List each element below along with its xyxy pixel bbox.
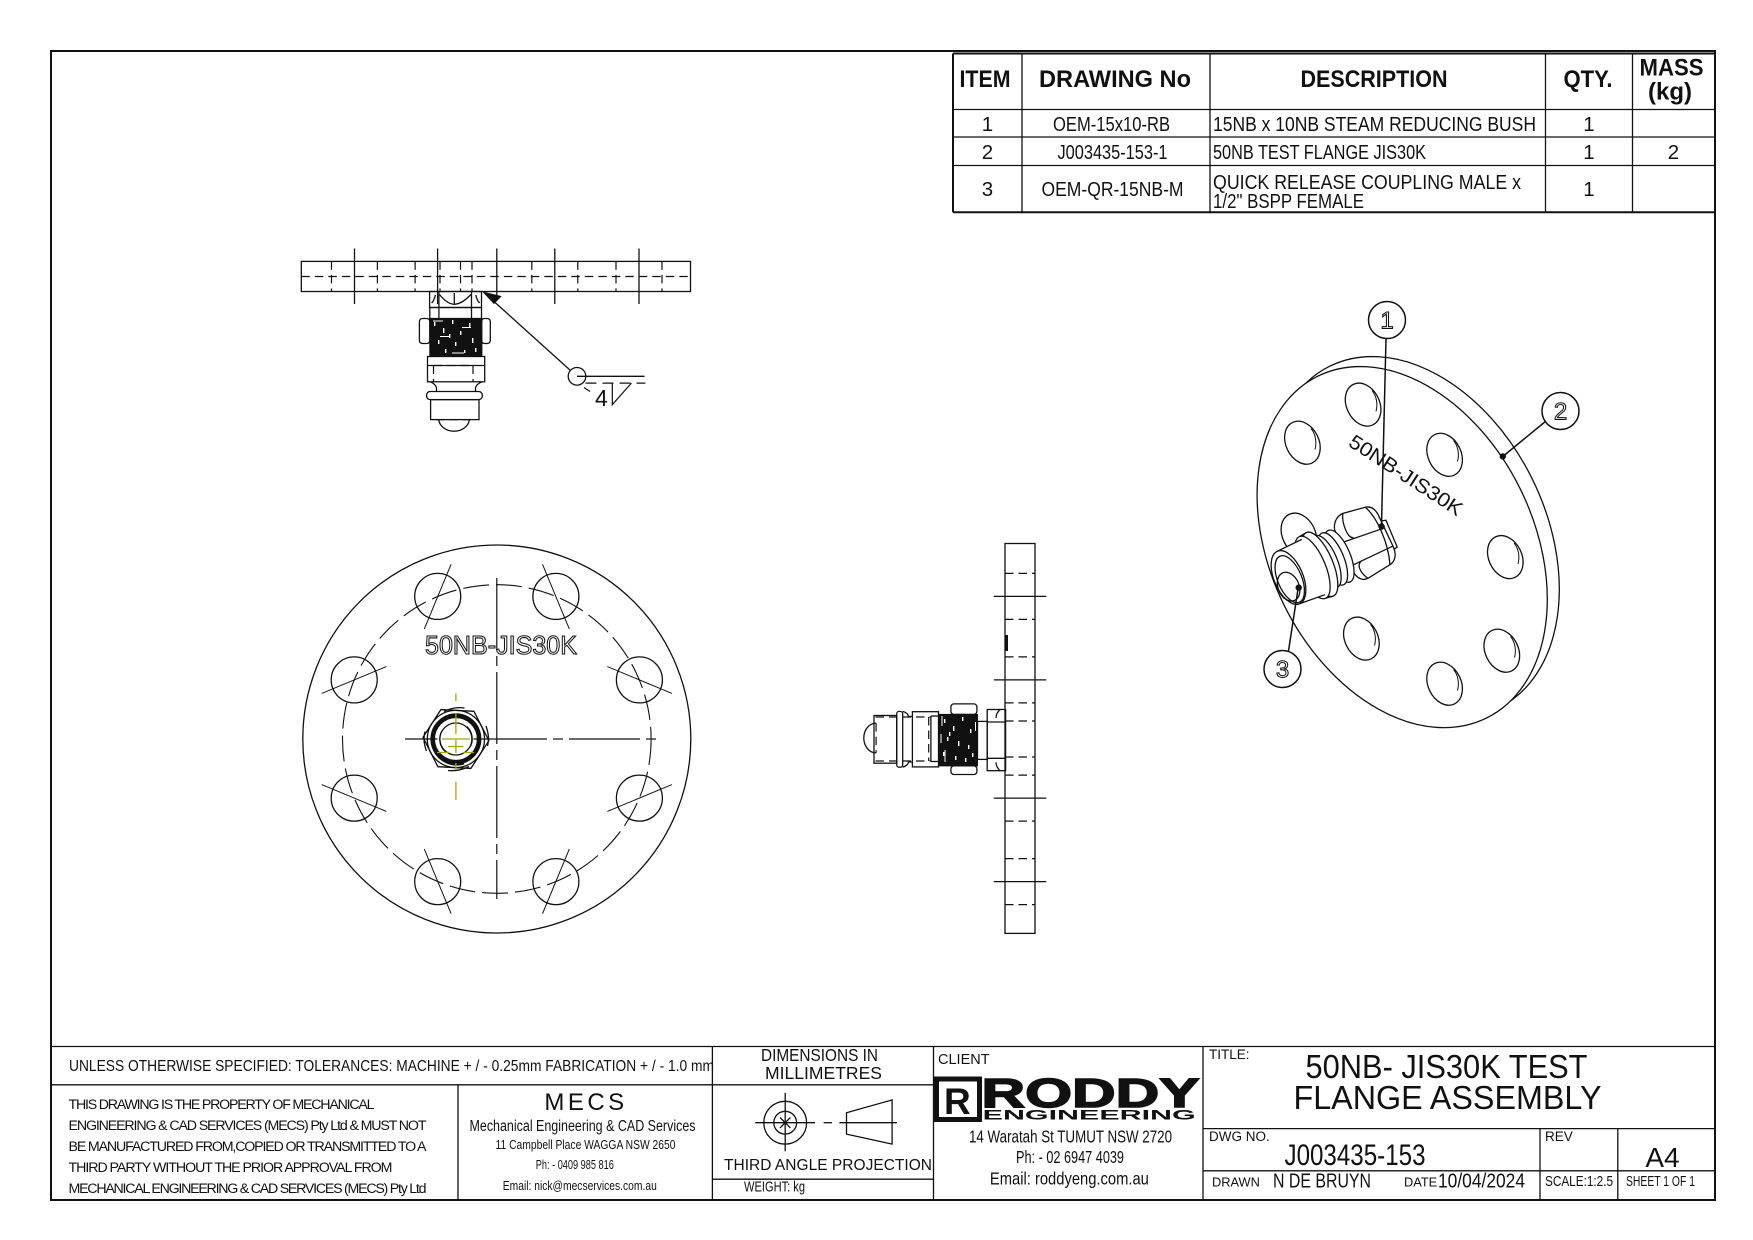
svg-text:10/04/2024: 10/04/2024 xyxy=(1438,1171,1525,1193)
svg-text:1: 1 xyxy=(1583,178,1594,201)
svg-text:BE MANUFACTURED FROM,COPIED OR: BE MANUFACTURED FROM,COPIED OR TRANSMITT… xyxy=(69,1139,428,1155)
svg-text:OEM-15x10-RB: OEM-15x10-RB xyxy=(1053,113,1170,136)
svg-text:THIRD ANGLE PROJECTION: THIRD ANGLE PROJECTION xyxy=(724,1157,932,1174)
svg-text:THIRD PARTY WITHOUT THE PRIOR: THIRD PARTY WITHOUT THE PRIOR APPROVAL F… xyxy=(69,1160,393,1176)
svg-text:2: 2 xyxy=(1554,399,1567,426)
svg-text:RODDY: RODDY xyxy=(982,1070,1200,1116)
svg-text:MECHANICAL ENGINEERING & CAD S: MECHANICAL ENGINEERING & CAD SERVICES (M… xyxy=(69,1181,427,1197)
svg-text:FLANGE ASSEMBLY: FLANGE ASSEMBLY xyxy=(1294,1079,1602,1116)
svg-text:Email: nick@mecservices.com.au: Email: nick@mecservices.com.au xyxy=(503,1178,657,1193)
svg-text:OEM-QR-15NB-M: OEM-QR-15NB-M xyxy=(1042,178,1184,201)
svg-text:UNLESS OTHERWISE SPECIFIED: TO: UNLESS OTHERWISE SPECIFIED: TOLERANCES: … xyxy=(69,1058,714,1075)
svg-text:1/2" BSPP FEMALE: 1/2" BSPP FEMALE xyxy=(1213,190,1364,213)
svg-text:QUICK RELEASE COUPLING MALE x: QUICK RELEASE COUPLING MALE x xyxy=(1213,171,1522,194)
svg-text:ITEM: ITEM xyxy=(960,66,1011,93)
svg-text:REV: REV xyxy=(1545,1129,1573,1144)
svg-text:3: 3 xyxy=(982,178,993,201)
svg-text:DWG NO.: DWG NO. xyxy=(1209,1129,1270,1144)
svg-text:50NB- JIS30K TEST: 50NB- JIS30K TEST xyxy=(1306,1048,1588,1085)
svg-text:N DE BRUYN: N DE BRUYN xyxy=(1273,1171,1371,1193)
svg-text:Ph: - 0409 985 816: Ph: - 0409 985 816 xyxy=(536,1157,614,1172)
svg-text:J003435-153-1: J003435-153-1 xyxy=(1058,141,1168,164)
svg-text:MASS: MASS xyxy=(1640,55,1704,82)
svg-text:THIS DRAWING IS THE PROPERTY O: THIS DRAWING IS THE PROPERTY OF MECHANIC… xyxy=(69,1097,375,1113)
svg-text:1: 1 xyxy=(1583,113,1594,136)
svg-text:J003435-153: J003435-153 xyxy=(1285,1139,1426,1172)
svg-text:A4: A4 xyxy=(1645,1142,1679,1173)
svg-text:50NB TEST FLANGE JIS30K: 50NB TEST FLANGE JIS30K xyxy=(1213,141,1426,164)
svg-text:CLIENT: CLIENT xyxy=(938,1052,990,1068)
svg-text:TITLE:: TITLE: xyxy=(1209,1047,1250,1062)
svg-text:ENGINEERING: ENGINEERING xyxy=(983,1108,1196,1123)
svg-text:2: 2 xyxy=(982,141,993,164)
svg-text:QTY.: QTY. xyxy=(1564,66,1613,93)
svg-text:ENGINEERING & CAD SERVICES (ME: ENGINEERING & CAD SERVICES (MECS) Pty Lt… xyxy=(69,1118,427,1134)
svg-text:DIMENSIONS IN: DIMENSIONS IN xyxy=(761,1045,878,1065)
svg-text:1: 1 xyxy=(982,113,993,136)
svg-text:SCALE:1:2.5: SCALE:1:2.5 xyxy=(1545,1173,1613,1190)
svg-text:DESCRIPTION: DESCRIPTION xyxy=(1301,66,1448,93)
svg-text:11 Campbell Place WAGGA NSW 26: 11 Campbell Place WAGGA NSW 2650 xyxy=(496,1137,676,1152)
svg-text:2: 2 xyxy=(1668,141,1679,164)
svg-text:4: 4 xyxy=(595,385,608,411)
svg-text:DRAWING No: DRAWING No xyxy=(1039,66,1191,93)
svg-text:DATE: DATE xyxy=(1404,1175,1437,1190)
svg-text:1: 1 xyxy=(1583,141,1594,164)
svg-text:15NB x 10NB STEAM REDUCING BUS: 15NB x 10NB STEAM REDUCING BUSH xyxy=(1213,113,1536,136)
svg-text:SHEET 1 OF 1: SHEET 1 OF 1 xyxy=(1626,1174,1695,1190)
svg-text:MECS: MECS xyxy=(544,1089,627,1116)
svg-text:1: 1 xyxy=(1380,308,1393,335)
svg-text:WEIGHT: kg: WEIGHT: kg xyxy=(744,1180,805,1196)
svg-text:Email: roddyeng.com.au: Email: roddyeng.com.au xyxy=(990,1169,1149,1189)
svg-text:50NB-JIS30K: 50NB-JIS30K xyxy=(425,630,578,660)
svg-text:3: 3 xyxy=(1276,657,1289,684)
svg-text:R: R xyxy=(944,1081,971,1122)
svg-text:Mechanical Engineering & CAD S: Mechanical Engineering & CAD Services xyxy=(470,1118,696,1135)
svg-text:(kg): (kg) xyxy=(1648,79,1692,106)
svg-text:Ph: - 02 6947 4039: Ph: - 02 6947 4039 xyxy=(1016,1147,1124,1167)
svg-text:14 Waratah St TUMUT NSW 2720: 14 Waratah St TUMUT NSW 2720 xyxy=(969,1127,1172,1147)
svg-text:DRAWN: DRAWN xyxy=(1212,1175,1260,1190)
svg-text:MILLIMETRES: MILLIMETRES xyxy=(765,1063,882,1083)
